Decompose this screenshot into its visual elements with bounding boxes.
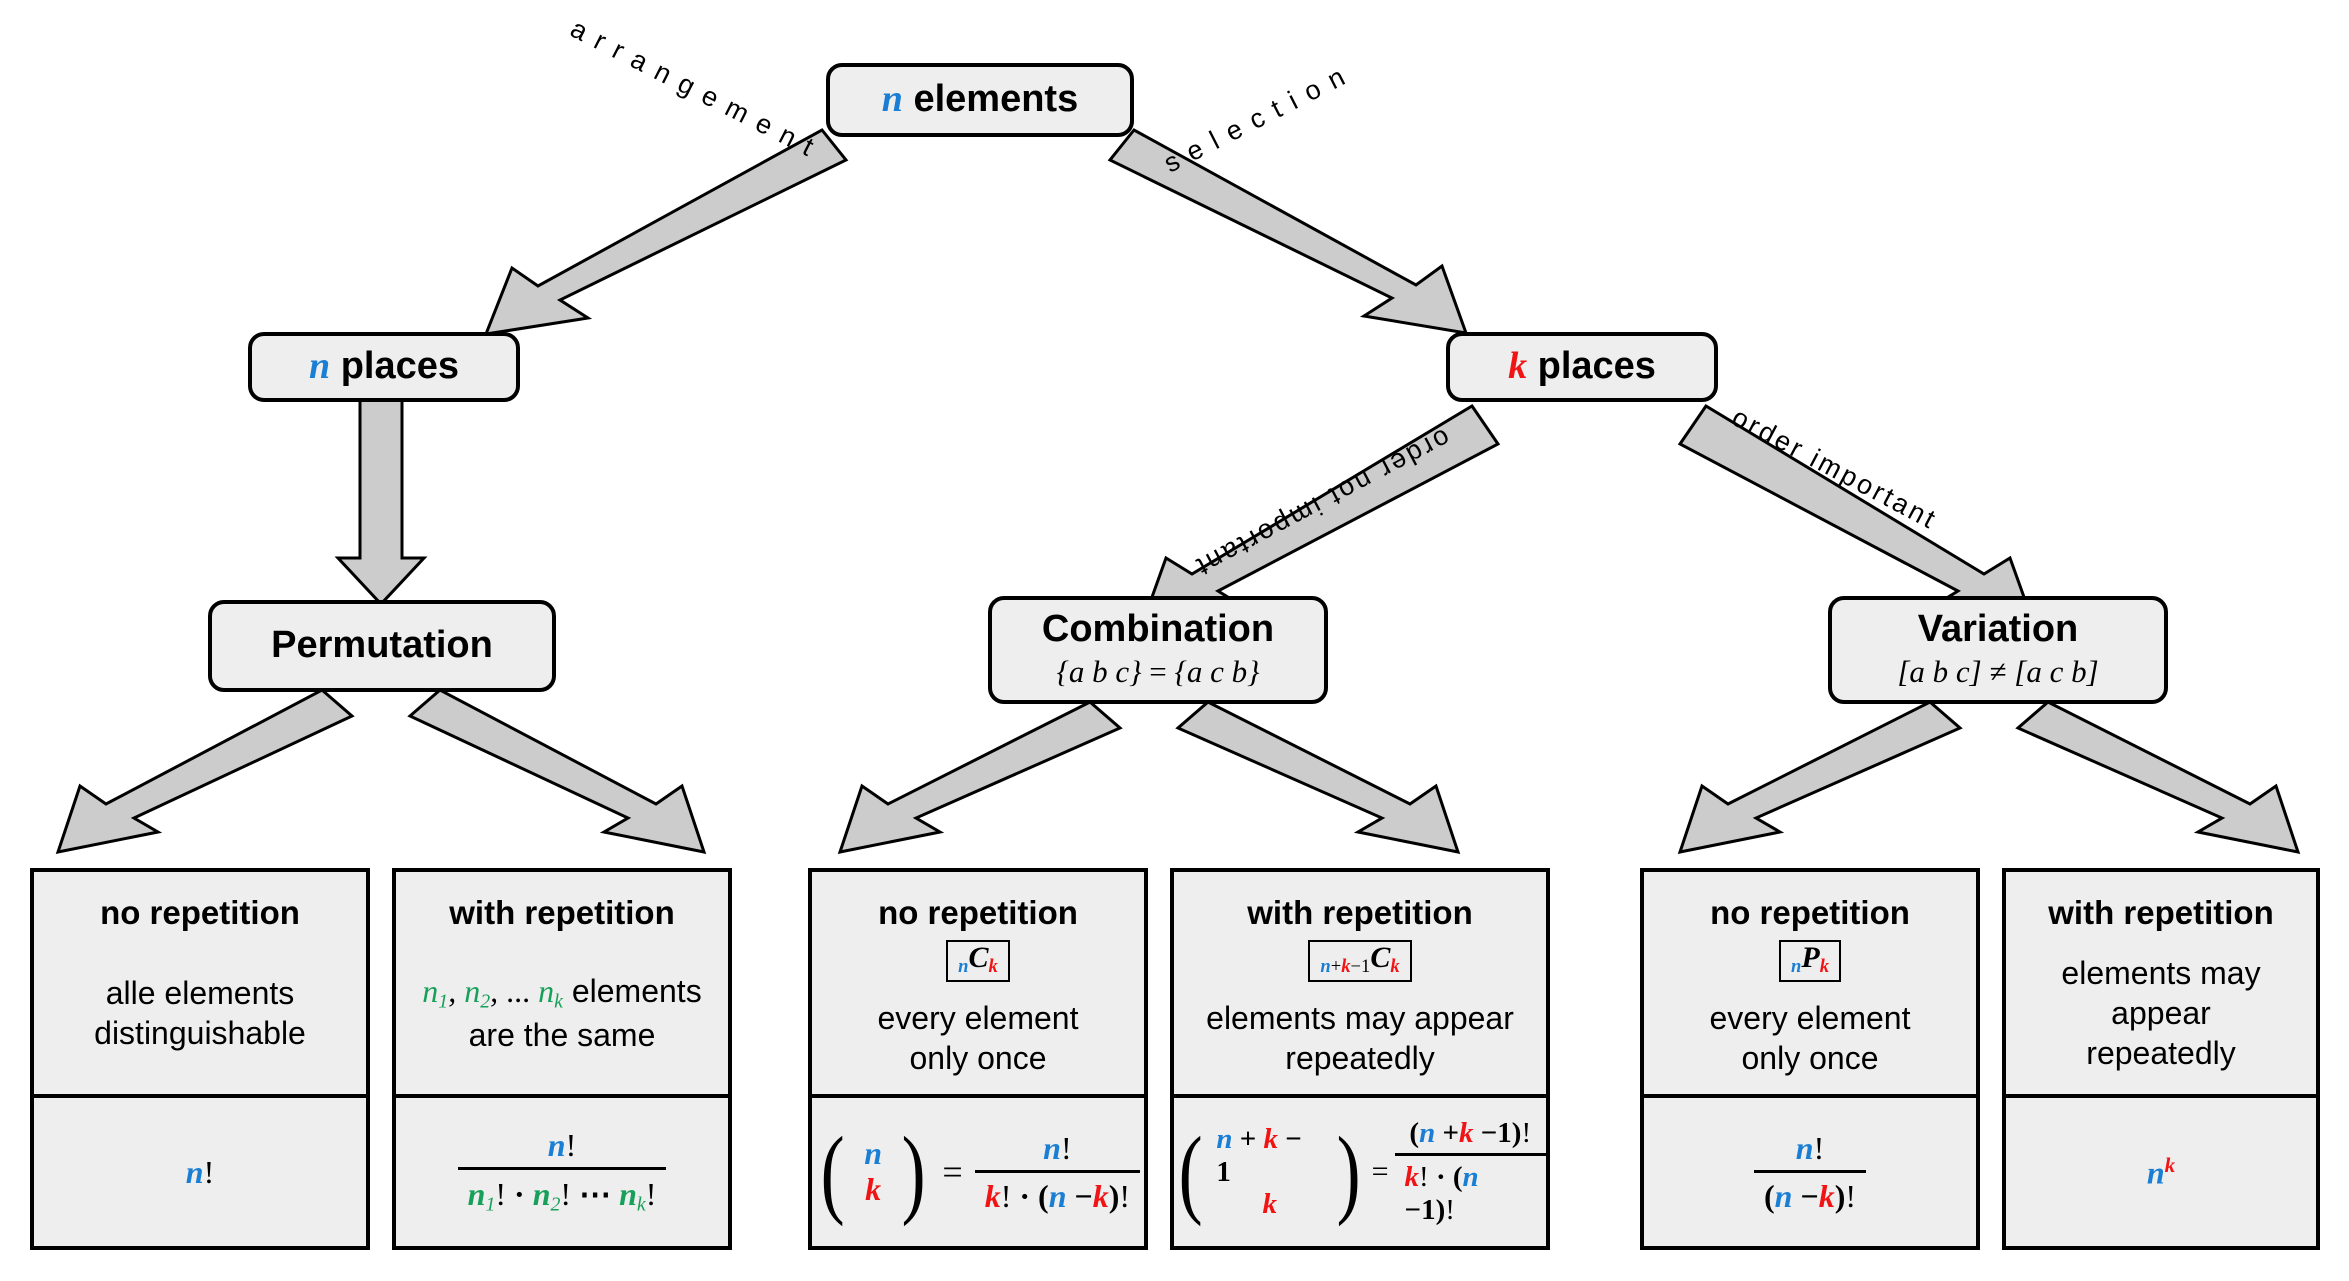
leaf-description: elements may appear repeatedly bbox=[1206, 999, 1514, 1076]
node-variation-title: Variation bbox=[1917, 608, 2079, 651]
leaf-header: no repetition bbox=[1710, 894, 1910, 931]
leaf-formula: ( n + k − 1 k ) = (n +k −1)! bbox=[1174, 1094, 1546, 1246]
fraction: n! k! · (n −k)! bbox=[974, 1130, 1141, 1215]
leaf-formula: ( n k ) = n! k! · (n −k)! bbox=[812, 1094, 1144, 1246]
leaf-description: every element only once bbox=[1709, 999, 1911, 1076]
leaf-formula: n! bbox=[34, 1094, 366, 1246]
arrow-variation-with-repetition bbox=[2015, 700, 2301, 854]
leaf-upper: no repetition nCk every element only onc… bbox=[812, 872, 1144, 1094]
leaf-formula: n! (n −k)! bbox=[1644, 1094, 1976, 1246]
arrow-permutation-no-repetition bbox=[55, 688, 355, 854]
node-n-elements-title: n elements bbox=[881, 78, 1079, 121]
node-combination[interactable]: Combination {a b c} = {a c b} bbox=[988, 596, 1328, 704]
leaf-formula: n! n1! · n2! ⋯ nk! bbox=[396, 1094, 728, 1246]
left-paren: ( bbox=[820, 1116, 845, 1227]
leaf-header: no repetition bbox=[878, 894, 1078, 931]
fraction: (n +k −1)! k! · (n −1)! bbox=[1394, 1117, 1546, 1227]
binomial: n + k − 1 k bbox=[1216, 1123, 1302, 1221]
leaf-description: elements may appear repeatedly bbox=[2061, 955, 2261, 1071]
leaf-tag-nPk: nPk bbox=[1779, 940, 1841, 982]
left-paren: ( bbox=[1178, 1116, 1203, 1227]
leaf-tag-nCk: nCk bbox=[946, 940, 1010, 982]
fraction: n! n1! · n2! ⋯ nk! bbox=[457, 1127, 667, 1217]
arrow-arrangement bbox=[483, 128, 849, 336]
leaf-header: with repetition bbox=[449, 894, 675, 931]
binomial: n k bbox=[864, 1135, 883, 1207]
arrow-places-to-permutation bbox=[334, 396, 428, 607]
leaf-variation-with-repetition[interactable]: with repetition elements may appear repe… bbox=[2002, 868, 2320, 1250]
leaf-description: every element only once bbox=[877, 999, 1079, 1076]
leaf-header: with repetition bbox=[1247, 894, 1473, 931]
leaf-header: no repetition bbox=[100, 894, 300, 931]
node-k-places[interactable]: k places bbox=[1446, 332, 1718, 402]
leaf-upper: no repetition alle elements distinguisha… bbox=[34, 872, 366, 1094]
node-combination-title: Combination bbox=[1041, 608, 1275, 651]
right-paren: ) bbox=[1336, 1116, 1361, 1227]
arrow-permutation-with-repetition bbox=[407, 688, 707, 854]
right-paren: ) bbox=[901, 1116, 926, 1227]
leaf-upper: with repetition n1, n2, ... nk elements … bbox=[396, 872, 728, 1094]
node-n-places[interactable]: n places bbox=[248, 332, 520, 402]
leaf-permutation-with-repetition[interactable]: with repetition n1, n2, ... nk elements … bbox=[392, 868, 732, 1250]
node-permutation[interactable]: Permutation bbox=[208, 600, 556, 692]
node-n-elements[interactable]: n elements bbox=[826, 63, 1134, 137]
leaf-description: alle elements distinguishable bbox=[94, 975, 306, 1051]
arrow-combination-with-repetition bbox=[1175, 700, 1461, 854]
node-variation[interactable]: Variation [a b c] ≠ [a c b] bbox=[1828, 596, 2168, 704]
node-n-places-title: n places bbox=[308, 345, 459, 388]
leaf-formula: nk bbox=[2006, 1094, 2316, 1246]
node-k-places-title: k places bbox=[1508, 345, 1656, 388]
leaf-description: n1, n2, ... nk elements are the same bbox=[422, 973, 702, 1053]
leaf-combination-no-repetition[interactable]: no repetition nCk every element only onc… bbox=[808, 868, 1148, 1250]
node-combination-note: {a b c} = {a c b} bbox=[1056, 653, 1260, 689]
leaf-variation-no-repetition[interactable]: no repetition nPk every element only onc… bbox=[1640, 868, 1980, 1250]
leaf-tag-npkm1Ck: n+k−1Ck bbox=[1308, 940, 1412, 982]
leaf-header: with repetition bbox=[2048, 894, 2274, 931]
leaf-permutation-no-repetition[interactable]: no repetition alle elements distinguisha… bbox=[30, 868, 370, 1250]
leaf-upper: with repetition n+k−1Ck elements may app… bbox=[1174, 872, 1546, 1094]
arrow-order-important bbox=[1677, 403, 2037, 627]
arrow-selection bbox=[1107, 128, 1469, 335]
leaf-combination-with-repetition[interactable]: with repetition n+k−1Ck elements may app… bbox=[1170, 868, 1550, 1250]
arrow-combination-no-repetition bbox=[837, 700, 1123, 854]
arrow-variation-no-repetition bbox=[1677, 700, 1963, 854]
node-variation-note: [a b c] ≠ [a c b] bbox=[1897, 653, 2099, 689]
fraction: n! (n −k)! bbox=[1754, 1130, 1866, 1215]
leaf-upper: with repetition elements may appear repe… bbox=[2006, 872, 2316, 1094]
node-permutation-title: Permutation bbox=[271, 624, 493, 667]
leaf-upper: no repetition nPk every element only onc… bbox=[1644, 872, 1976, 1094]
n-subscripted-list: n1, n2, ... nk bbox=[422, 973, 563, 1013]
